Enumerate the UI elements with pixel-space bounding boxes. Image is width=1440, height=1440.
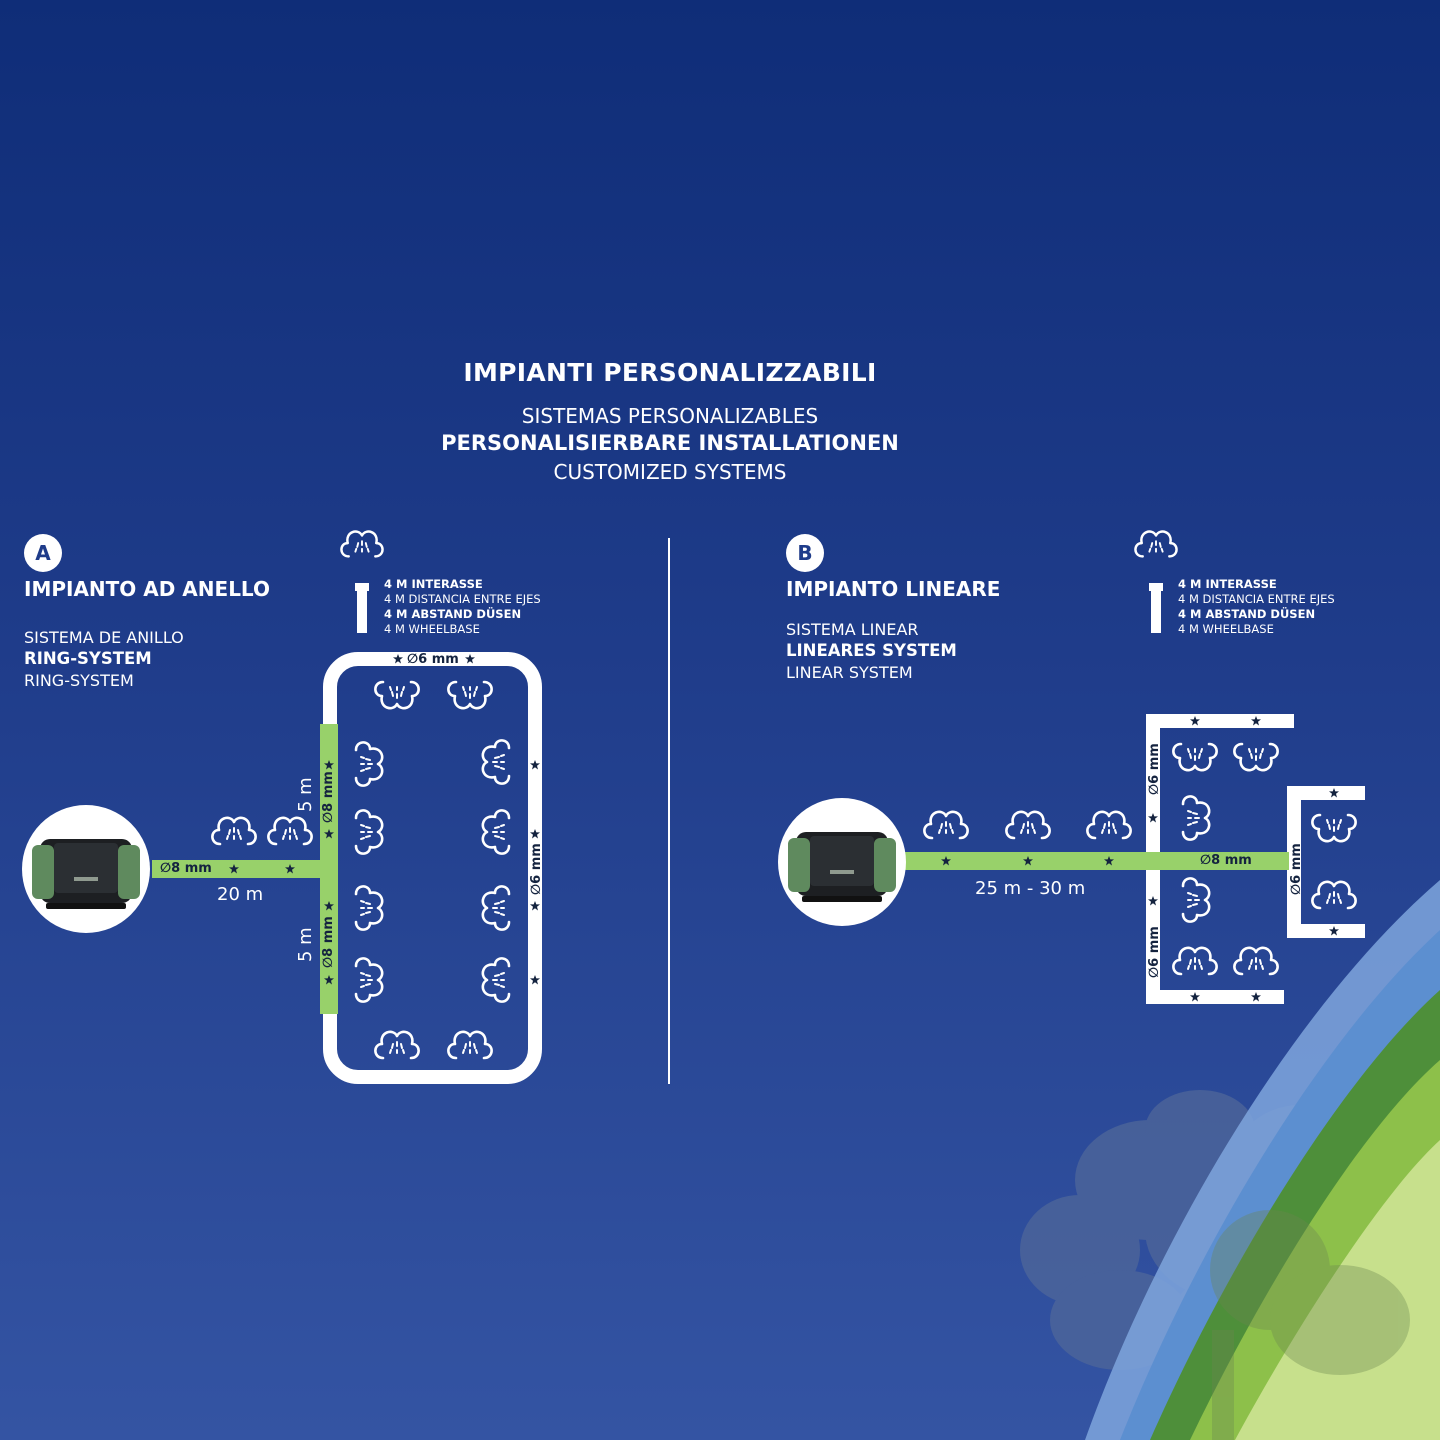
pipe-label-main-b: ∅8 mm <box>1200 853 1252 868</box>
spec-es: 4 M DISTANCIA ENTRE EJES <box>1178 592 1335 606</box>
mist-cloud-icon <box>481 739 511 1003</box>
pipe-label-branch-right: ∅6 mm <box>1289 843 1304 895</box>
spec-en: 4 M WHEELBASE <box>384 622 480 636</box>
section-badge-a: A <box>24 534 62 572</box>
nozzle-spec-a: 4 M INTERASSE 4 M DISTANCIA ENTRE EJES 4… <box>384 577 541 637</box>
length-main-b: 25 m - 30 m <box>975 878 1086 899</box>
main-pipe-b <box>905 852 1289 870</box>
mist-cloud-icon <box>374 680 493 1060</box>
spec-es: 4 M DISTANCIA ENTRE EJES <box>384 592 541 606</box>
section-sub-es-a: SISTEMA DE ANILLO <box>24 628 184 647</box>
pipe-label-main-a: ∅8 mm <box>160 861 212 876</box>
section-title-b: IMPIANTO LINEARE <box>786 577 1001 601</box>
length-main-a: 20 m <box>217 884 264 905</box>
spec-en: 4 M WHEELBASE <box>1178 622 1274 636</box>
pipe-label-branch-upper: ∅6 mm <box>1147 743 1162 795</box>
spec-it: 4 M INTERASSE <box>1178 577 1277 591</box>
pipe-label-vertical-upper: ∅8 mm <box>321 771 336 823</box>
nozzle-icon <box>340 530 384 633</box>
length-upper-a: 5 m <box>295 777 316 812</box>
pipe-label-vertical-lower: ∅8 mm <box>321 916 336 968</box>
subtitle-de: PERSONALISIERBARE INSTALLATIONEN <box>441 431 899 455</box>
subtitle-es: SISTEMAS PERSONALIZABLES <box>521 404 819 428</box>
section-sub-de-a: RING-SYSTEM <box>24 649 152 668</box>
length-lower-a: 5 m <box>295 927 316 962</box>
pipe-label-ring-side: ∅6 mm <box>529 843 544 895</box>
spec-de: 4 M ABSTAND DÜSEN <box>384 607 522 621</box>
linear-system-diagram <box>778 530 1365 1004</box>
section-sub-de-b: LINEARES SYSTEM <box>786 641 957 660</box>
pipe-label-branch-lower: ∅6 mm <box>1147 926 1162 978</box>
section-sub-en-b: LINEAR SYSTEM <box>786 663 913 682</box>
ring-pipe <box>323 652 542 1084</box>
ring-system-diagram <box>22 530 542 1084</box>
spec-it: 4 M INTERASSE <box>384 577 483 591</box>
pipe-label-ring-top: ∅6 mm <box>407 652 459 667</box>
subtitle-en: CUSTOMIZED SYSTEMS <box>553 460 787 484</box>
page-title: IMPIANTI PERSONALIZZABILI <box>463 358 877 387</box>
section-divider <box>668 538 670 1084</box>
mist-cloud-icon <box>211 816 313 846</box>
nozzle-markers <box>229 654 540 985</box>
section-badge-b: B <box>786 534 824 572</box>
main-pipe-a <box>152 860 337 878</box>
section-sub-en-a: RING-SYSTEM <box>24 671 134 690</box>
spec-de: 4 M ABSTAND DÜSEN <box>1178 607 1316 621</box>
nozzle-icon <box>1134 530 1178 633</box>
misting-unit-icon <box>22 805 150 933</box>
mist-cloud-icon <box>354 741 384 1003</box>
branch-pipe-right <box>1287 786 1365 938</box>
section-sub-es-b: SISTEMA LINEAR <box>786 620 919 639</box>
misting-unit-icon <box>778 798 906 926</box>
section-title-a: IMPIANTO AD ANELLO <box>24 577 270 601</box>
nozzle-spec-b: 4 M INTERASSE 4 M DISTANCIA ENTRE EJES 4… <box>1178 577 1335 637</box>
vertical-pipe-a <box>320 724 338 1014</box>
